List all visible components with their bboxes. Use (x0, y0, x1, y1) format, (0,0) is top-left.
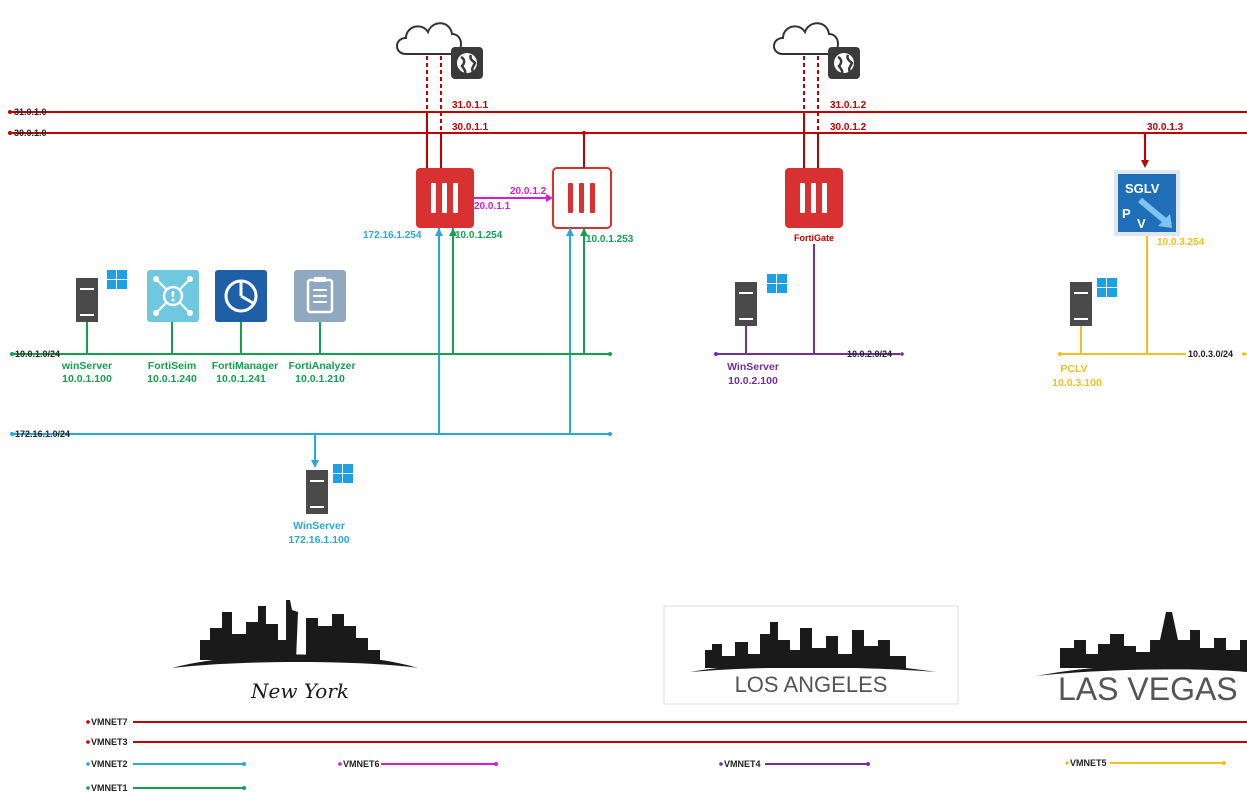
fortianalyzer-name: FortiAnalyzer (288, 360, 355, 372)
net-31-label: 31.0.1.0 (14, 107, 47, 117)
lv-lan-ip: 10.0.3.254 (1157, 237, 1205, 248)
net-10-0-3-label: 10.0.3.0/24 (1188, 349, 1233, 359)
legend-vmnet3-label: VMNET3 (91, 737, 128, 747)
dmz-winserver-icon[interactable] (306, 470, 328, 514)
ny-winserver-name: winServer (61, 360, 112, 372)
fortimanager-ip: 10.0.1.241 (216, 373, 266, 385)
windows-logo-icon (333, 464, 353, 483)
los-angeles-label: LOS ANGELES (735, 672, 888, 697)
la-winserver-name: WinServer (727, 361, 779, 373)
fortianalyzer-ip: 10.0.1.210 (295, 373, 345, 385)
ny-fw1-wan1-ip: 31.0.1.1 (452, 100, 489, 111)
la-fw-wan1-ip: 31.0.1.2 (830, 100, 867, 111)
fortimanager-icon[interactable] (215, 270, 267, 322)
legend-vmnet7-label: VMNET7 (91, 717, 128, 727)
net-172-label: 172.16.1.0/24 (15, 429, 70, 439)
las-vegas-skyline (1017, 606, 1247, 704)
la-winserver-ip: 10.0.2.100 (728, 375, 778, 387)
ny-fortigate-1-icon[interactable] (416, 168, 474, 228)
dmz-winserver-ip: 172.16.1.100 (288, 534, 349, 546)
ny-winserver-ip: 10.0.1.100 (62, 373, 112, 385)
la-fw-wan2-ip: 30.0.1.2 (830, 122, 867, 133)
los-angeles-skyline (663, 605, 959, 705)
pclv-name: PCLV (1060, 363, 1087, 375)
la-fortigate-label: FortiGate (794, 233, 834, 243)
fortimanager-name: FortiManager (212, 360, 279, 372)
dmz-winserver-name: WinServer (293, 520, 345, 532)
svg-text:V: V (1137, 216, 1146, 231)
ny-fw1-lan-ip: 10.0.1.254 (455, 230, 503, 241)
fortisiem-name: FortiSeim (148, 360, 196, 372)
ny-fw1-link-ip: 20.0.1.1 (474, 201, 511, 212)
las-vegas-label: LAS VEGAS (1058, 671, 1238, 707)
ny-fortigate-2-icon[interactable] (552, 167, 612, 229)
sglv-gateway-icon[interactable]: P V (1114, 170, 1180, 236)
new-york-skyline (153, 592, 451, 705)
pclv-server-icon[interactable] (1070, 282, 1092, 326)
legend-vmnet6-label: VMNET6 (343, 759, 380, 769)
fortisiem-ip: 10.0.1.240 (147, 373, 197, 385)
ny-fw2-lan-ip: 10.0.1.253 (586, 234, 634, 245)
new-york-script-label: New York (250, 679, 349, 703)
la-globe-icon (826, 45, 862, 81)
la-fortigate-icon[interactable] (785, 168, 843, 228)
windows-logo-icon (767, 274, 787, 293)
fortianalyzer-icon[interactable] (294, 270, 346, 322)
svg-text:P: P (1122, 206, 1131, 221)
ny-fw1-wan2-ip: 30.0.1.1 (452, 122, 489, 133)
windows-logo-icon (1097, 278, 1117, 297)
net-10-0-2-label: 10.0.2.0/24 (847, 349, 892, 359)
legend-vmnet4-label: VMNET4 (724, 759, 761, 769)
ny-fw1-dmz-ip: 172.16.1.254 (363, 230, 422, 241)
ny-globe-icon (449, 45, 485, 81)
legend-vmnet1-label: VMNET1 (91, 783, 128, 793)
net-10-0-1-label: 10.0.1.0/24 (15, 349, 60, 359)
ny-fw2-link-ip: 20.0.1.2 (510, 186, 547, 197)
lv-wan-ip: 30.0.1.3 (1147, 122, 1184, 133)
ny-winserver-icon[interactable] (76, 278, 98, 322)
sglv-label: SGLV (1125, 181, 1160, 196)
pclv-ip: 10.0.3.100 (1052, 377, 1102, 389)
net-30-label: 30.0.1.0 (14, 128, 47, 138)
la-winserver-icon[interactable] (735, 282, 757, 326)
windows-logo-icon (107, 270, 127, 289)
legend-vmnet5-label: VMNET5 (1070, 758, 1107, 768)
fortisiem-icon[interactable] (147, 270, 199, 322)
legend-vmnet2-label: VMNET2 (91, 759, 128, 769)
